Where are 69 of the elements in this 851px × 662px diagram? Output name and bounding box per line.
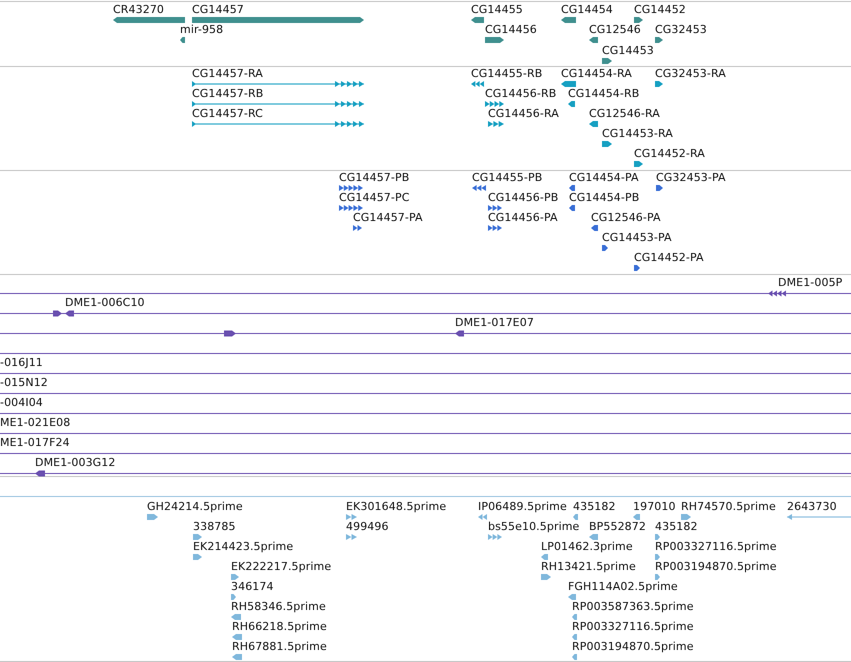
feature-label: RH58346.5prime	[231, 600, 326, 614]
feature-label: CG14457-RB	[192, 87, 264, 101]
feature-label: RP003194870.5prime	[655, 560, 777, 574]
feature-label: CG14452-PA	[634, 251, 704, 265]
feature-label: CG14452-RA	[634, 147, 705, 161]
feature-label: 2643730	[787, 500, 837, 514]
feature-label: DME1-003G12	[35, 456, 116, 470]
feature-label: CG14457-PB	[339, 171, 410, 185]
feature-label: CG14453-PA	[602, 231, 672, 245]
feature-label: CG14454-PA	[569, 171, 639, 185]
feature-label: CG14454-PB	[569, 191, 640, 205]
feature-label: RP003587363.5prime	[572, 600, 694, 614]
feature-label: GH24214.5prime	[147, 500, 243, 514]
feature-label: CG14454-RB	[568, 87, 640, 101]
feature-label: CG32453-RA	[655, 67, 726, 81]
feature-label: RP003327116.5prime	[572, 620, 694, 634]
feature-label: EK222217.5prime	[231, 560, 332, 574]
feature-label: DME1-005P	[778, 276, 842, 290]
feature-label: 499496	[346, 520, 389, 534]
feature-label: CG14457-RA	[192, 67, 263, 81]
feature-label: CG14456-RB	[485, 87, 556, 101]
feature-label: CG14456	[485, 23, 537, 37]
feature-label: CG12546	[589, 23, 641, 37]
feature-label: EK301648.5prime	[346, 500, 446, 514]
feature-label: bs55e10.5prime	[488, 520, 580, 534]
feature-label: BP552872	[589, 520, 646, 534]
feature-label: CG14456-PA	[488, 211, 558, 225]
feature-label: 197010	[633, 500, 676, 514]
feature-label: CG32453-PA	[656, 171, 726, 185]
feature-label: CG14457-PA	[353, 211, 423, 225]
feature-label: CG14454	[561, 3, 613, 17]
feature-label: DME1-017E07	[455, 316, 534, 330]
feature-label: CG32453	[655, 23, 707, 37]
feature-label: 435182	[655, 520, 698, 534]
feature-label: RH67881.5prime	[232, 640, 327, 654]
feature-label: CG14457-RC	[192, 107, 263, 121]
feature-label: EK214423.5prime	[193, 540, 294, 554]
feature-label: mir-958	[180, 23, 224, 37]
feature-label: 435182	[573, 500, 616, 514]
feature-label: ME1-017F24	[0, 436, 70, 450]
feature-label: CG14454-RA	[561, 67, 632, 81]
feature-label: CG14455-PB	[472, 171, 542, 185]
feature-label: 338785	[193, 520, 236, 534]
feature-label: 346174	[231, 580, 274, 594]
feature-label: CG14452	[634, 3, 686, 17]
feature-label: LP01462.3prime	[541, 540, 633, 554]
feature-label: ME1-021E08	[0, 416, 70, 430]
feature-label: CR43270	[113, 3, 164, 17]
feature-label: CG14456-PB	[488, 191, 558, 205]
feature-label: -016J11	[0, 356, 43, 370]
feature-label: CG14455	[471, 3, 523, 17]
feature-label: DME1-006C10	[65, 296, 145, 310]
feature-label: CG14453-RA	[602, 127, 673, 141]
feature-label: -015N12	[0, 376, 48, 390]
feature-label: CG12546-RA	[589, 107, 660, 121]
feature-label: CG14455-RB	[471, 67, 542, 81]
feature-label: FGH114A02.5prime	[568, 580, 678, 594]
feature-label: RH66218.5prime	[232, 620, 327, 634]
feature-label: RP003327116.5prime	[655, 540, 777, 554]
feature-label: IP06489.5prime	[478, 500, 567, 514]
feature-label: CG14453	[602, 44, 654, 58]
feature-label: RP003194870.5prime	[572, 640, 694, 654]
feature-label: CG14456-RA	[488, 107, 559, 121]
feature-label: -004I04	[0, 396, 43, 410]
feature-label: RH74570.5prime	[681, 500, 776, 514]
feature-label: CG12546-PA	[591, 211, 661, 225]
feature-label: RH13421.5prime	[541, 560, 636, 574]
feature-label: CG14457-PC	[339, 191, 410, 205]
feature-label: CG14457	[192, 3, 244, 17]
